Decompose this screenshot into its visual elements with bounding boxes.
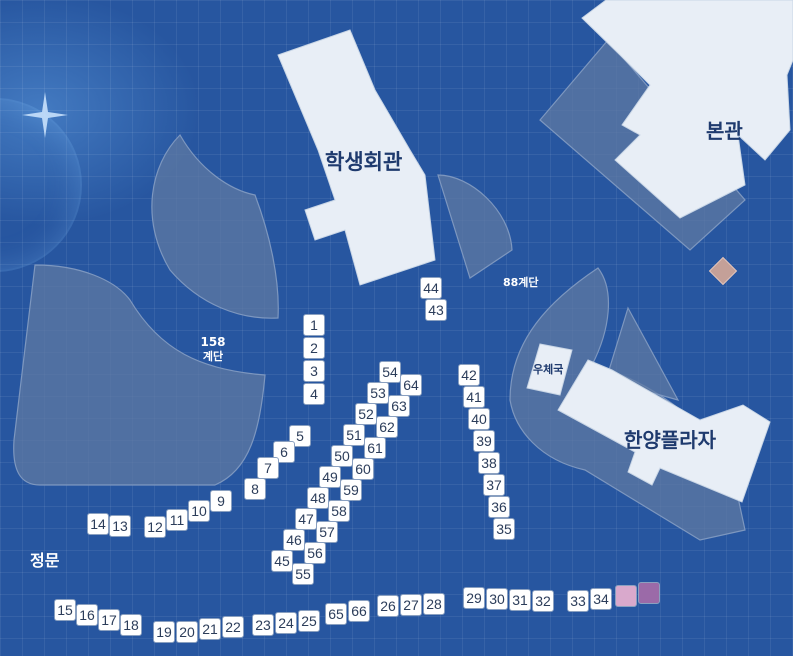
post-office-building[interactable]: [526, 343, 573, 396]
zone-158-upper[interactable]: [151, 134, 279, 319]
booth[interactable]: 4: [303, 383, 325, 405]
booth[interactable]: 48: [307, 487, 329, 509]
booth[interactable]: 19: [153, 621, 175, 643]
zone-88-stairs[interactable]: [437, 174, 513, 279]
booth[interactable]: 62: [376, 416, 398, 438]
booth[interactable]: 31: [509, 589, 531, 611]
booth[interactable]: 9: [210, 490, 232, 512]
booth[interactable]: 23: [252, 614, 274, 636]
booth[interactable]: 39: [473, 430, 495, 452]
booth[interactable]: 21: [199, 618, 221, 640]
booth[interactable]: 34: [590, 588, 612, 610]
stairs-88-label: 88계단: [503, 276, 539, 289]
hanyang-plaza-building[interactable]: [557, 359, 771, 503]
booth[interactable]: 40: [468, 408, 490, 430]
booth[interactable]: 16: [76, 604, 98, 626]
booth[interactable]: 56: [304, 542, 326, 564]
booth[interactable]: 7: [257, 457, 279, 479]
booth[interactable]: 65: [325, 603, 347, 625]
booth[interactable]: 10: [188, 500, 210, 522]
booth[interactable]: 53: [367, 382, 389, 404]
booth[interactable]: 35: [493, 518, 515, 540]
booth[interactable]: 20: [176, 621, 198, 643]
booth[interactable]: 42: [458, 364, 480, 386]
booth[interactable]: 49: [319, 466, 341, 488]
booth[interactable]: 29: [463, 587, 485, 609]
booth[interactable]: 50: [331, 445, 353, 467]
booth[interactable]: 30: [486, 588, 508, 610]
booth[interactable]: 1: [303, 314, 325, 336]
booth-highlight-pink[interactable]: [615, 585, 637, 607]
booth[interactable]: 47: [295, 508, 317, 530]
booth[interactable]: 58: [328, 500, 350, 522]
booth[interactable]: 57: [316, 521, 338, 543]
booth[interactable]: 51: [343, 424, 365, 446]
booth[interactable]: 24: [275, 612, 297, 634]
booth[interactable]: 8: [244, 478, 266, 500]
booth[interactable]: 60: [352, 458, 374, 480]
booth[interactable]: 32: [532, 590, 554, 612]
zone-158-lower[interactable]: [13, 264, 266, 486]
booth[interactable]: 55: [292, 563, 314, 585]
booth[interactable]: 12: [144, 516, 166, 538]
booth[interactable]: 26: [377, 595, 399, 617]
main-hall-building[interactable]: [581, 0, 793, 219]
booth[interactable]: 52: [355, 403, 377, 425]
sparkle-icon: [22, 92, 68, 138]
post-office-label: 우체국: [533, 363, 564, 376]
booth[interactable]: 11: [166, 509, 188, 531]
booth[interactable]: 18: [120, 614, 142, 636]
hanyang-plaza-label: 한양플라자: [624, 428, 716, 452]
booth[interactable]: 66: [348, 600, 370, 622]
booth[interactable]: 41: [463, 386, 485, 408]
main-gate-label: 정문: [30, 551, 60, 570]
booth[interactable]: 3: [303, 360, 325, 382]
booth[interactable]: 36: [488, 496, 510, 518]
student-union-label: 학생회관: [325, 150, 403, 174]
booth[interactable]: 59: [340, 479, 362, 501]
booth[interactable]: 38: [478, 452, 500, 474]
booth[interactable]: 17: [98, 609, 120, 631]
booth[interactable]: 33: [567, 590, 589, 612]
booth[interactable]: 28: [423, 593, 445, 615]
booth[interactable]: 64: [400, 374, 422, 396]
booth[interactable]: 63: [388, 395, 410, 417]
booth[interactable]: 37: [483, 474, 505, 496]
booth[interactable]: 15: [54, 599, 76, 621]
booth[interactable]: 61: [364, 437, 386, 459]
booth[interactable]: 46: [283, 529, 305, 551]
booth[interactable]: 13: [109, 515, 131, 537]
booth[interactable]: 22: [222, 616, 244, 638]
booth[interactable]: 2: [303, 337, 325, 359]
main-hall-label: 본관: [706, 119, 743, 143]
booth-highlight-purple[interactable]: [638, 582, 660, 604]
student-union-building[interactable]: [277, 29, 436, 286]
booth[interactable]: 25: [298, 610, 320, 632]
booth[interactable]: 43: [425, 299, 447, 321]
stairs-158-number: 158: [200, 335, 226, 349]
booth[interactable]: 27: [400, 594, 422, 616]
booth[interactable]: 14: [87, 513, 109, 535]
booth[interactable]: 44: [420, 277, 442, 299]
booth[interactable]: 54: [379, 361, 401, 383]
stairs-158-text: 계단: [202, 350, 224, 363]
booth[interactable]: 45: [271, 550, 293, 572]
